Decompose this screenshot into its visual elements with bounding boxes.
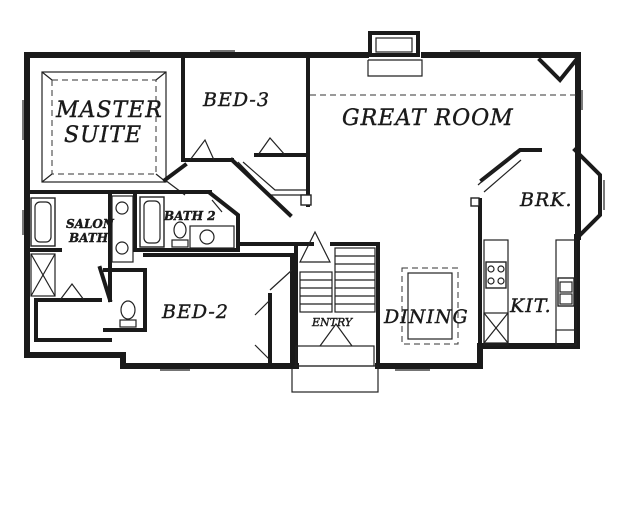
room-label-brk: BRK. bbox=[519, 189, 573, 211]
great-room: GREAT ROOM bbox=[310, 57, 579, 131]
room-label-bed-3: BED-3 bbox=[202, 89, 270, 111]
room-label-salon: SALON bbox=[66, 217, 115, 231]
breakfast-nook: BRK. bbox=[470, 147, 602, 348]
room-label-dining: DINING bbox=[383, 306, 469, 328]
room-label-bath-2: BATH 2 bbox=[163, 209, 216, 223]
master-suite-room: MASTER SUITE bbox=[25, 53, 185, 194]
bath-2: BATH 2 bbox=[133, 190, 240, 252]
entry-stairs: ENTRY bbox=[291, 230, 380, 393]
room-label-entry: ENTRY bbox=[311, 316, 354, 329]
room-label-master: MASTER bbox=[55, 98, 163, 123]
windows bbox=[22, 50, 605, 371]
dining-room: DINING bbox=[376, 242, 469, 368]
fireplace bbox=[367, 31, 423, 77]
room-label-kit: KIT. bbox=[509, 295, 552, 317]
room-label-bed-2: BED-2 bbox=[161, 301, 229, 323]
bed-3-room: BED-3 bbox=[181, 53, 312, 207]
bed-2-room: BED-2 bbox=[143, 253, 294, 368]
room-label-great-room: GREAT ROOM bbox=[342, 106, 514, 131]
room-label-salon-bath: BATH bbox=[68, 231, 109, 245]
lower-left-closets bbox=[34, 265, 147, 342]
salon-bath: SALON BATH bbox=[25, 190, 137, 302]
kitchen: KIT. bbox=[483, 239, 577, 346]
room-label-suite: SUITE bbox=[64, 123, 142, 148]
